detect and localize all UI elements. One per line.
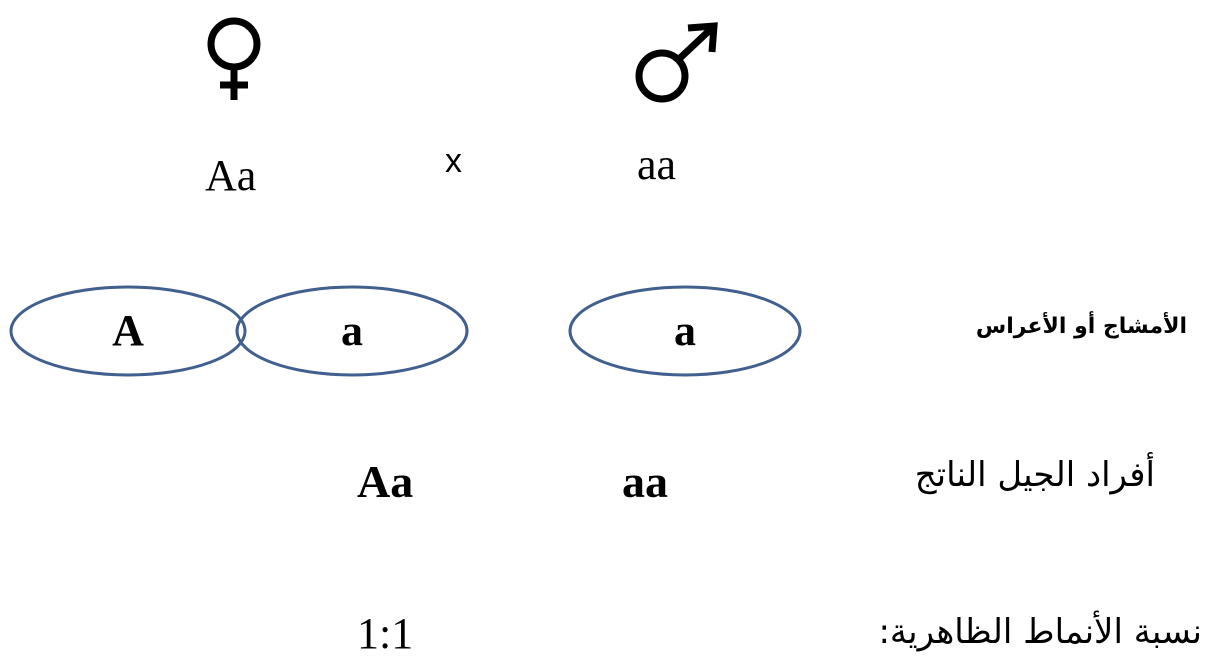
gamete-female-A: A [112,306,144,355]
phenotype-ratio-value: 1:1 [357,609,414,658]
gamete-ellipse-male-a [568,285,802,377]
offspring-genotype-Aa: Aa [357,456,414,507]
female-symbol-icon [198,10,274,102]
gametes-label: الأمشاج أو الأعراس [975,314,1187,339]
offspring-label: أفراد الجيل الناتج [914,455,1155,495]
cross-sign: x [445,142,462,180]
phenotype-ratio-label: نسبة الأنماط الظاهرية: [878,612,1202,652]
gamete-ellipse-female-A [9,285,247,377]
gamete-male-a: a [674,306,696,355]
female-genotype: Aa [205,151,257,200]
gamete-ellipse-female-a [235,285,469,377]
gametes-diagram [9,285,802,377]
male-genotype: aa [637,140,677,189]
male-symbol-icon [630,22,722,106]
gamete-female-a: a [341,306,363,355]
offspring-genotype-aa: aa [622,456,668,507]
